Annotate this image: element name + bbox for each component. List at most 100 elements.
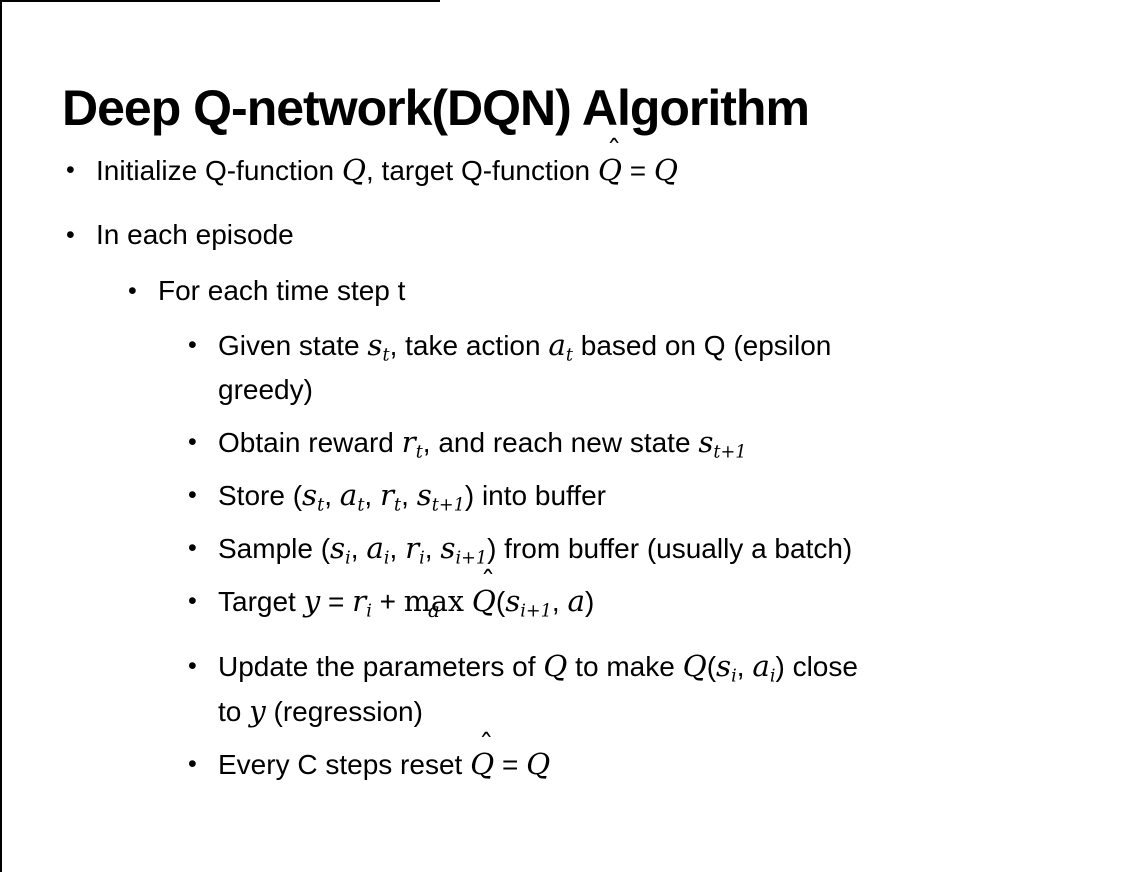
math-var: Q xyxy=(470,747,495,781)
math-subscript: t xyxy=(394,495,402,516)
math-var-sub: rt xyxy=(379,478,402,516)
text-segment: to make xyxy=(567,651,683,682)
math-var-sub: si xyxy=(330,531,351,569)
text-segment: = xyxy=(622,155,654,186)
math-subscript: t xyxy=(317,495,325,516)
bullet-text: Store (st, at, rt, st+1) into buffer xyxy=(218,473,606,518)
hat-accent: ˆ xyxy=(480,565,496,600)
bullet-text: In each episode xyxy=(96,213,294,257)
math-under-arg: a xyxy=(427,598,440,623)
bullet-marker: • xyxy=(188,534,197,562)
text-segment: Obtain reward xyxy=(218,427,402,458)
math-subscript: i xyxy=(731,666,737,687)
bullet-item: • Obtain reward rt, and reach new state s… xyxy=(0,420,1124,465)
text-segment: ( xyxy=(495,586,506,617)
slide-top-border xyxy=(0,0,440,2)
hat-accent: ˆ xyxy=(478,728,494,763)
math-subscript: t xyxy=(565,345,573,366)
text-segment: Given state xyxy=(218,330,368,361)
slide-title: Deep Q-network(DQN) Algorithm xyxy=(62,79,810,136)
math-var: Q xyxy=(543,649,568,683)
math-operator: max xyxy=(403,584,464,618)
math-var-sub: st+1 xyxy=(416,478,465,516)
bullet-item: •Update the parameters of Q to make Q(si… xyxy=(0,644,1124,734)
math-var-sub: si+1 xyxy=(505,584,552,622)
bullet-marker: • xyxy=(188,428,197,456)
text-segment: Update the parameters of xyxy=(218,651,544,682)
math-var: Q xyxy=(471,584,496,618)
math-var-sub: ri xyxy=(352,584,372,622)
text-segment: Initialize Q-function xyxy=(96,155,342,186)
math-var-sub: ai xyxy=(752,649,776,687)
math-subscript: t xyxy=(382,345,390,366)
text-segment: , xyxy=(364,480,380,511)
text-segment: to xyxy=(218,696,250,727)
bullet-item: • Sample (si, ai, ri, si+1) from buffer (… xyxy=(0,526,1124,571)
text-segment: , xyxy=(324,480,340,511)
math-subscript: i xyxy=(769,666,776,687)
bullet-item: •Initialize Q-function Q, target Q-funct… xyxy=(0,137,1124,193)
math-var-sub: st+1 xyxy=(698,425,747,463)
text-segment: ) into buffer xyxy=(464,480,606,511)
math-var: a xyxy=(567,584,585,618)
text-segment: ) xyxy=(585,586,595,617)
math-var-sub: si+1 xyxy=(440,531,488,569)
math-var-sub: rt xyxy=(401,425,423,463)
bullet-marker: • xyxy=(188,587,197,615)
bullet-marker: • xyxy=(66,221,75,249)
bullet-marker: • xyxy=(188,652,197,680)
text-segment: + xyxy=(371,586,404,617)
bullet-item: • Store (st, at, rt, st+1) into buffer xyxy=(0,473,1124,518)
math-var: y xyxy=(303,584,321,618)
text-segment: In each episode xyxy=(96,219,294,250)
math-var-sub: at xyxy=(548,328,573,366)
math-subscript: i+1 xyxy=(520,601,552,622)
text-segment: Store ( xyxy=(218,480,303,511)
text-segment: greedy) xyxy=(218,374,313,405)
bullet-marker: • xyxy=(66,156,75,184)
math-var: y xyxy=(249,694,266,728)
math-var: Q xyxy=(653,153,679,187)
bullet-marker: • xyxy=(188,750,197,778)
text-segment: , and reach new state xyxy=(422,427,699,458)
text-segment: (regression) xyxy=(265,696,423,727)
math-subscript: i xyxy=(383,548,390,569)
text-segment: For each time step t xyxy=(158,275,406,306)
text-segment: Target xyxy=(218,586,304,617)
text-segment: based on Q (epsilon xyxy=(572,330,832,361)
math-var-sub: si xyxy=(716,649,737,687)
text-segment: , target Q-function xyxy=(366,155,598,186)
bullet-text: For each time step t xyxy=(158,269,405,313)
math-var-sub: ai xyxy=(366,531,390,569)
bullet-list: •Initialize Q-function Q, target Q-funct… xyxy=(0,137,1124,795)
text-segment: , xyxy=(350,533,367,564)
math-var-sub: ri xyxy=(405,531,425,569)
bullet-text: Sample (si, ai, ri, si+1) from buffer (u… xyxy=(218,526,852,571)
math-var: Q xyxy=(526,747,551,781)
math-var-sub: st xyxy=(367,328,390,366)
text-segment: ) from buffer (usually a batch) xyxy=(487,533,853,564)
math-var: Q xyxy=(341,153,366,187)
math-var-sub: st xyxy=(302,478,325,516)
text-segment: = xyxy=(494,749,527,780)
math-subscript: i xyxy=(419,548,425,569)
bullet-item: •For each time step t xyxy=(0,269,1124,313)
bullet-text: Obtain reward rt, and reach new state st… xyxy=(218,420,746,465)
math-subscript: i xyxy=(366,601,372,622)
text-segment: = xyxy=(320,586,353,617)
bullet-marker: • xyxy=(188,481,197,509)
math-subscript: i+1 xyxy=(455,548,488,569)
math-subscript: t xyxy=(415,442,423,463)
text-segment: ( xyxy=(706,651,717,682)
text-segment: , xyxy=(424,533,441,564)
bullet-text: Update the parameters of Q to make Q(si,… xyxy=(218,644,858,734)
math-var: Q xyxy=(597,153,622,187)
